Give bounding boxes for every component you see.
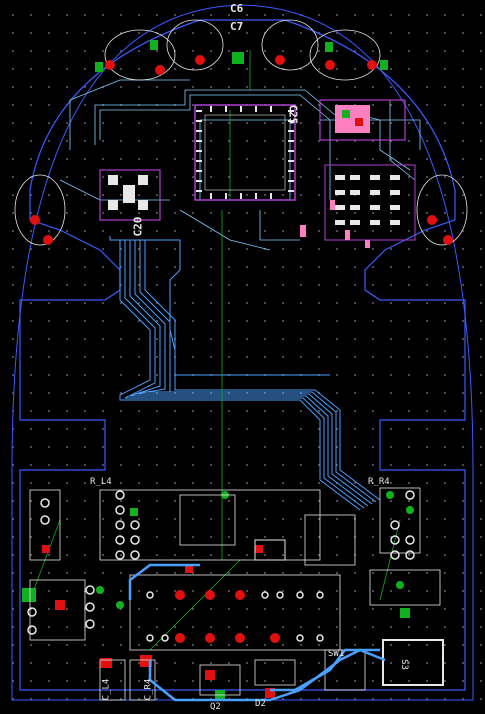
top-sensor-lobes (14, 19, 468, 246)
label-r-l4: R_L4 (90, 477, 112, 487)
pink-pads (300, 200, 370, 248)
red-pads (30, 55, 453, 698)
label-d2: D2 (255, 699, 266, 709)
label-r-r4: R_R4 (368, 477, 390, 487)
switch-s3[interactable] (382, 639, 444, 686)
lower-ic[interactable] (179, 494, 356, 566)
signal-bus (109, 236, 381, 511)
label-sw1: SW1 (328, 649, 345, 659)
label-c25: C25 (286, 104, 300, 125)
driver-ic[interactable] (319, 99, 406, 141)
green-pads (22, 40, 414, 700)
header-pins (27, 490, 415, 642)
label-c-l4: C_L4 (101, 678, 112, 701)
label-c-r4: C_R4 (143, 678, 154, 701)
connector-pins (335, 175, 400, 225)
label-s3: S3 (398, 659, 409, 670)
label-q2: Q2 (210, 702, 221, 712)
label-c20: C20 (131, 216, 145, 237)
label-c7: C7 (230, 20, 244, 33)
mcu-pins (196, 106, 294, 199)
label-c6: C6 (230, 2, 244, 15)
sensor-module[interactable] (99, 169, 161, 221)
power-traces (128, 563, 386, 702)
board-outline (11, 4, 474, 701)
mcu-chip[interactable] (194, 104, 296, 201)
lower-outlines (29, 487, 441, 701)
